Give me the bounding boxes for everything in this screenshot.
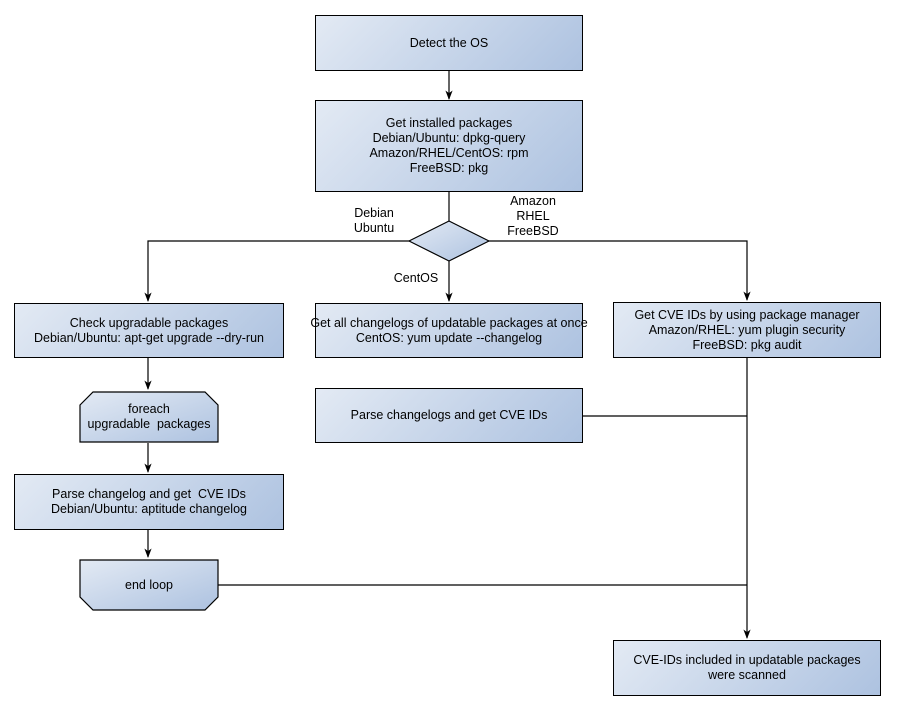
node-get-installed-packages-label: Get installed packages Debian/Ubuntu: dp… <box>369 116 529 175</box>
node-get-all-changelogs: Get all changelogs of updatable packages… <box>310 303 588 358</box>
end-loop-shape <box>79 559 219 611</box>
node-get-all-changelogs-label: Get all changelogs of updatable packages… <box>310 315 588 345</box>
node-detect-os-label: Detect the OS <box>409 35 489 50</box>
node-os-decision-diamond <box>408 220 490 262</box>
edge-label-amazon-rhel-freebsd: Amazon RHEL FreeBSD <box>507 194 559 238</box>
node-end-loop: end loop <box>79 559 219 611</box>
edge-decision-to-get-cve-ids <box>488 240 751 301</box>
node-cve-ids-scanned: CVE-IDs included in updatable packages w… <box>613 640 881 696</box>
node-foreach-loop-start: foreach upgradable packages <box>79 391 219 443</box>
node-cve-ids-scanned-label: CVE-IDs included in updatable packages w… <box>633 653 861 682</box>
node-check-upgradable: Check upgradable packages Debian/Ubuntu:… <box>14 303 284 358</box>
node-check-upgradable-label: Check upgradable packages Debian/Ubuntu:… <box>34 315 264 345</box>
node-detect-os: Detect the OS <box>315 15 583 71</box>
edge-label-centos: CentOS <box>393 271 439 285</box>
os-decision-diamond-shape <box>408 220 490 262</box>
edge-label-debian-ubuntu: Debian Ubuntu <box>353 206 395 235</box>
node-parse-changelog: Parse changelog and get CVE IDs Debian/U… <box>14 474 284 530</box>
foreach-loop-shape <box>79 391 219 443</box>
node-get-cve-ids: Get CVE IDs by using package manager Ama… <box>613 302 881 358</box>
node-get-cve-ids-label: Get CVE IDs by using package manager Ama… <box>634 307 860 352</box>
node-parse-changelogs-label: Parse changelogs and get CVE IDs <box>350 408 548 422</box>
node-parse-changelog-label: Parse changelog and get CVE IDs Debian/U… <box>51 487 247 516</box>
edge-decision-to-check-upgradable <box>144 240 410 302</box>
node-parse-changelogs: Parse changelogs and get CVE IDs <box>315 388 583 443</box>
node-get-installed-packages: Get installed packages Debian/Ubuntu: dp… <box>315 100 583 192</box>
